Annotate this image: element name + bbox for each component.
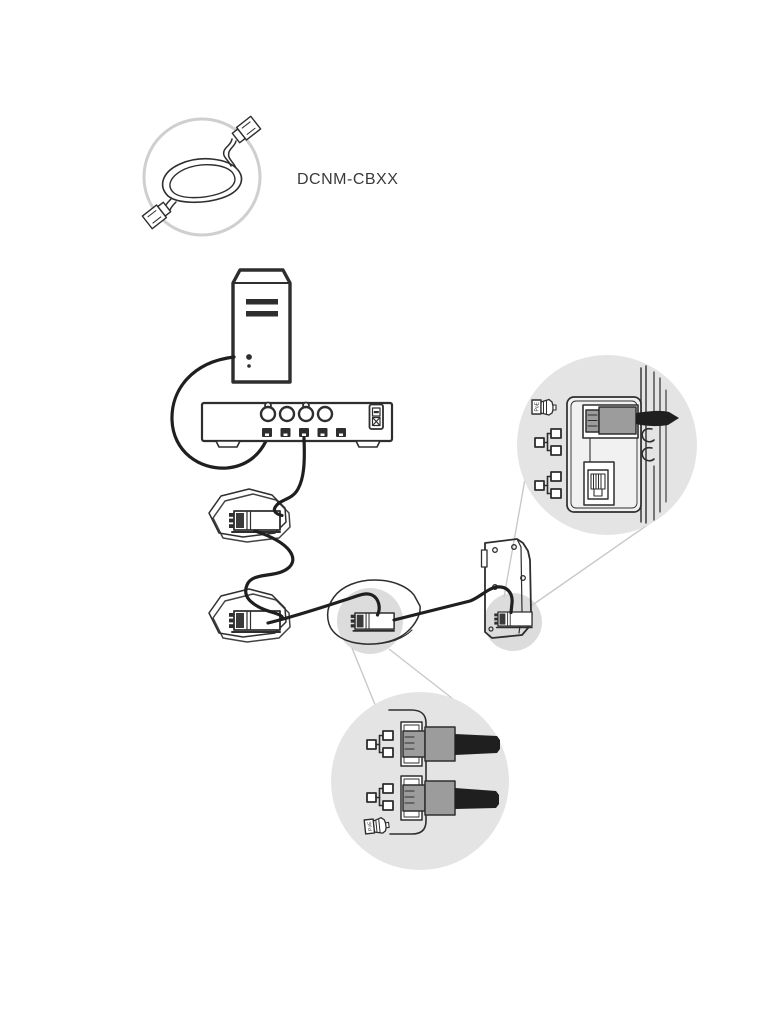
poe-power-plug-icon [531,398,557,416]
screw-hole [511,544,517,550]
rack-foot [215,440,241,448]
cable-plug-bottom [141,201,172,230]
screw-hole [488,626,494,632]
drive-slot [246,299,278,305]
inline-device [326,579,421,645]
screw-hole [520,575,526,581]
device-connector [349,612,395,632]
device-connector [228,510,281,533]
callout-leader-line [503,467,528,598]
rj45-port [317,428,328,437]
cable-hook [641,446,655,462]
network-cable [636,410,679,427]
screw-hole [492,547,498,553]
connector-callout-top [517,355,697,535]
plug-assembly [400,721,500,767]
daisy-chain-cable-2 [266,592,381,625]
device-outline [326,579,421,645]
drive-slot [246,311,278,317]
callout-leader-line [388,648,463,707]
xlr-connector [316,405,334,423]
rack-foot [355,440,381,448]
cable-badge: DCNM-CBXX [141,115,398,237]
plug-prongs [402,730,426,758]
plug-prongs [402,784,426,812]
network-ports [262,428,346,437]
power-switch [368,403,384,430]
cable-model-label: DCNM-CBXX [297,171,398,188]
cable-hook [641,427,655,443]
bracket-connector [493,611,533,629]
xlr-connector [259,405,277,423]
daisy-chain-cable-1 [244,529,295,620]
rj45-port [262,428,272,437]
processor-to-device-cable [272,436,306,518]
mounting-bracket [480,538,533,639]
power-button [246,354,252,360]
network-cable [455,734,500,755]
xlr-connector [278,405,296,423]
pc-tower [231,268,292,384]
panel-edge [388,709,427,835]
cable-plug [424,726,456,762]
rj45-port [336,428,346,437]
plug-assembly [400,775,499,821]
rj45-port [299,428,309,437]
cable-plug [424,780,456,816]
callout-leader-line [530,511,667,607]
pc-body [231,268,292,384]
device-to-bracket-cable [392,585,514,622]
connector-callout-bottom [331,692,509,870]
cable-plug [598,406,637,435]
bracket-slot [480,549,488,568]
power-led [247,364,251,368]
xlr-connector [297,405,315,423]
processor-body [200,401,394,443]
cable-plug-top [231,115,262,144]
pc-to-processor-cable [170,355,268,470]
audio-processor [200,401,394,448]
rj45-socket [587,469,609,500]
rj45-port [280,428,291,437]
network-cable [455,788,499,809]
system-network-cable-icon [141,115,262,230]
callout-leader-line [351,647,379,713]
